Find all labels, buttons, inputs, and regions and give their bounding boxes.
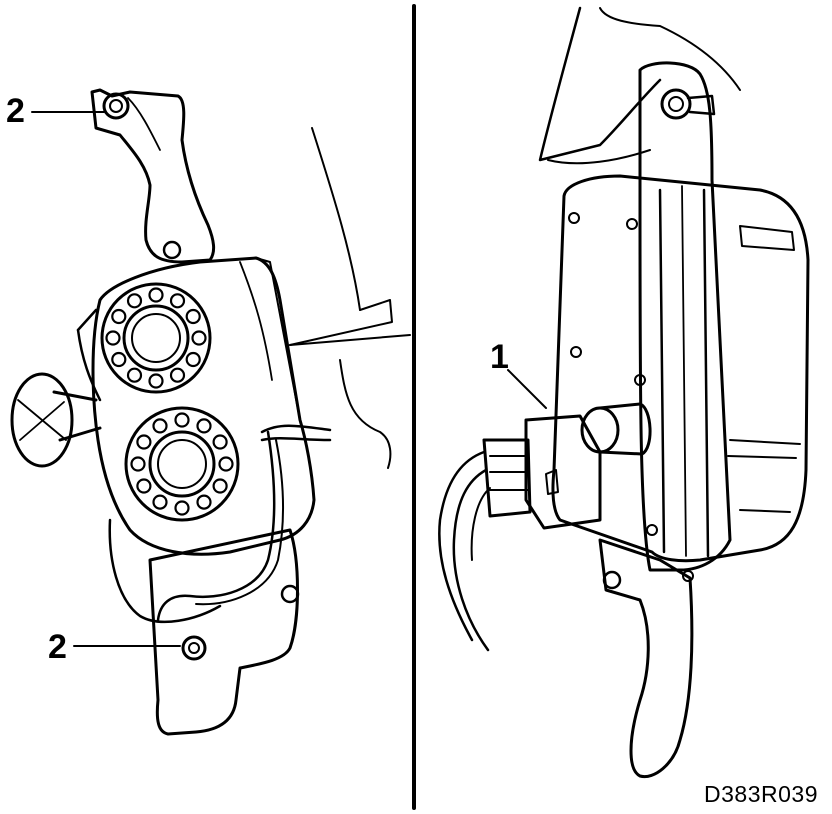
speaker-hole: [152, 418, 168, 434]
cable-harness: [260, 424, 332, 442]
speaker-hole: [105, 330, 121, 346]
right-view: [438, 6, 810, 779]
upper-speaker-holes: [105, 287, 207, 389]
speaker-hole: [191, 330, 207, 346]
screw: [634, 374, 646, 386]
callout-1-leader: [507, 369, 547, 409]
mounting-bracket: [90, 88, 216, 264]
speaker-hole: [174, 500, 190, 516]
upper-speaker: [100, 282, 212, 394]
body-panel-line: [311, 127, 361, 311]
speaker-hole: [185, 308, 201, 325]
lower-bracket: [148, 528, 299, 736]
lower-leg: [598, 538, 694, 779]
speaker-hole: [196, 418, 212, 434]
speaker-hole: [126, 293, 143, 309]
top-bolt: [102, 92, 130, 120]
speaker-hole: [212, 434, 228, 450]
speaker-hole: [130, 456, 146, 472]
drawing-code: D383R039: [704, 781, 818, 807]
lower-speaker: [124, 406, 240, 522]
wiring: [438, 450, 486, 642]
screw: [626, 218, 638, 230]
speaker-hole: [169, 293, 186, 309]
lower-speaker-holes: [130, 412, 234, 516]
callout-label-2-top: 2: [6, 92, 25, 130]
speaker-hole: [111, 308, 127, 325]
speaker-hole: [111, 351, 127, 368]
screw: [646, 524, 658, 536]
screw: [570, 346, 582, 358]
adjuster-knob: [10, 372, 102, 468]
speaker-hole: [212, 478, 228, 494]
left-view: [10, 88, 411, 736]
screw: [568, 212, 580, 224]
callout-label-1: 1: [490, 338, 509, 376]
speaker-hole: [185, 351, 201, 368]
speaker-hole: [126, 367, 143, 383]
speaker-hole: [152, 494, 168, 510]
speaker-housing: [91, 256, 316, 556]
speaker-hole: [148, 373, 164, 389]
module-bracket: [638, 61, 732, 572]
speaker-hole: [136, 434, 152, 450]
speaker-hole: [218, 456, 234, 472]
speaker-hole: [174, 412, 190, 428]
speaker-hole: [169, 367, 186, 383]
top-stud: [660, 88, 716, 120]
bottom-bolt: [181, 635, 207, 661]
callout-label-2-bottom: 2: [48, 628, 67, 666]
speaker-hole: [196, 494, 212, 510]
control-module: [551, 174, 810, 563]
speaker-hole: [148, 287, 164, 303]
lower-stud: [602, 570, 622, 590]
bracket-hole: [162, 240, 182, 260]
speaker-hole: [136, 478, 152, 494]
